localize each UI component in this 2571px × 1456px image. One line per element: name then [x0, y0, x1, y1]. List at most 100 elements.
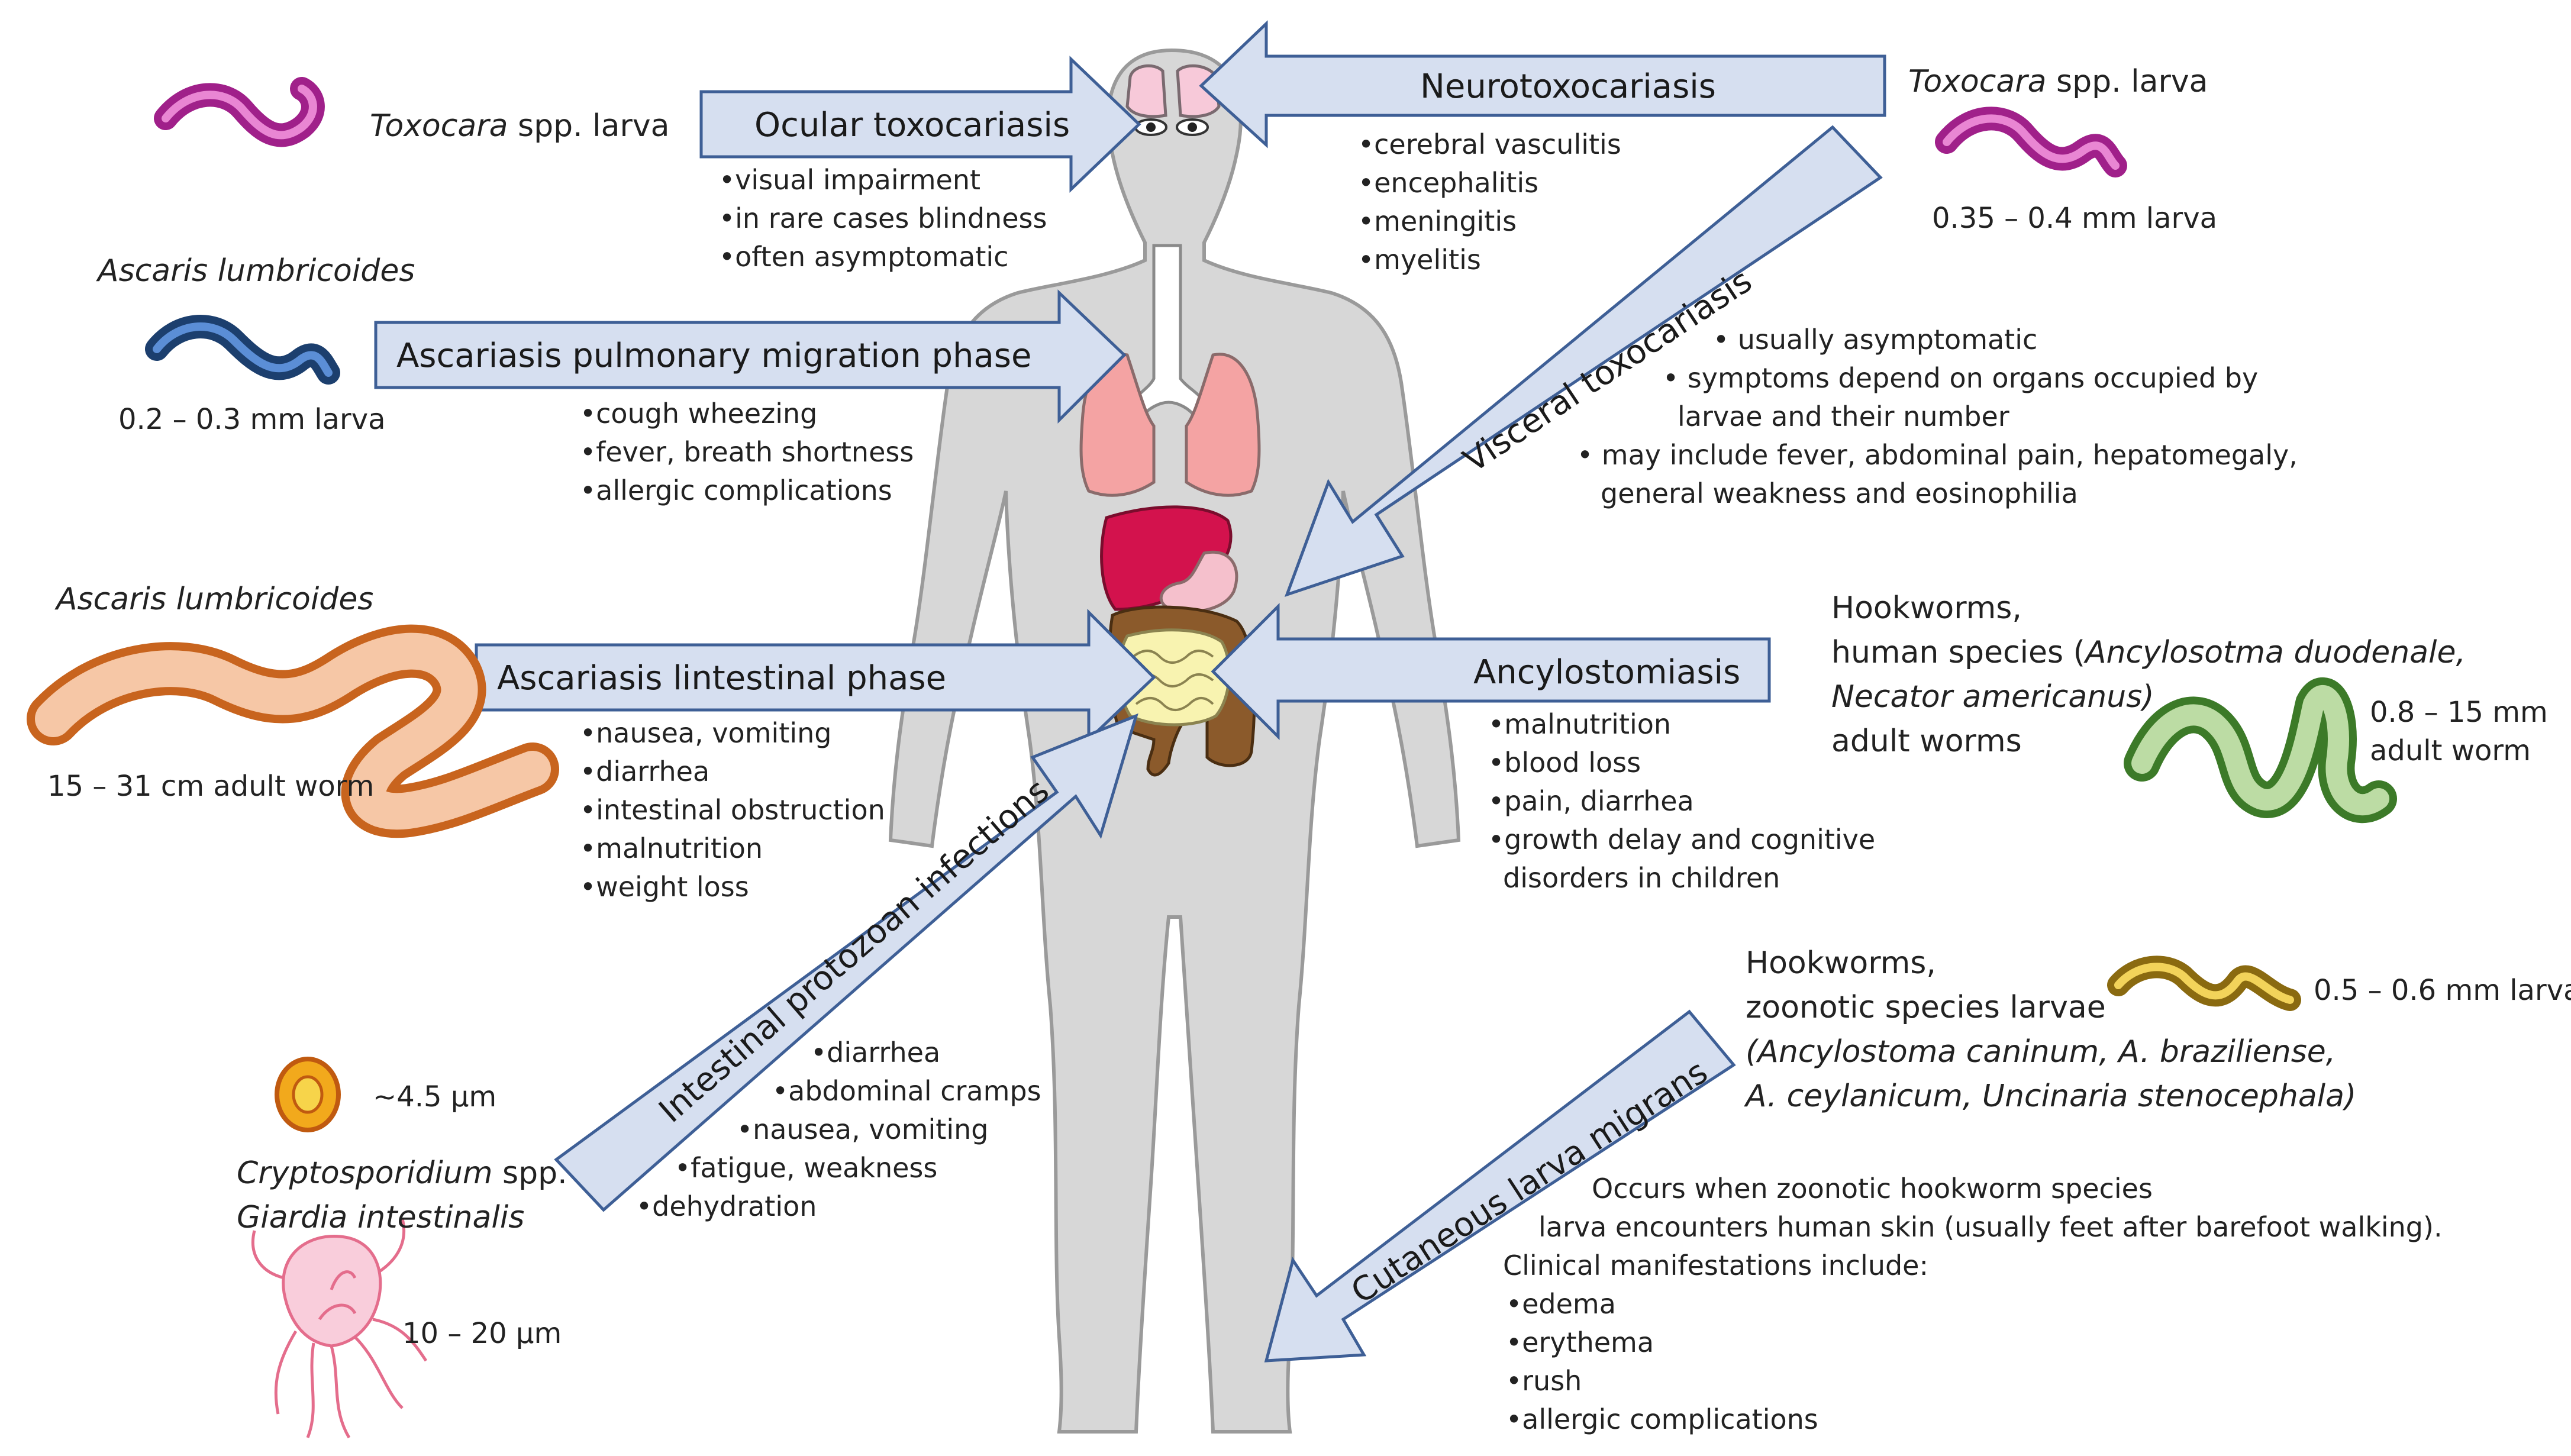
pulmonary-arrow [374, 289, 1127, 424]
hookworm-human-line2-prefix: human species ( [1831, 635, 2085, 670]
list-item: •intestinal obstruction [580, 794, 885, 826]
giardia-body [282, 1235, 382, 1348]
list-item: • symptoms depend on organs occupied by [1663, 362, 2258, 394]
intestinal-list: •nausea, vomiting •diarrhea •intestinal … [580, 717, 885, 903]
brain-organ [1125, 64, 1221, 118]
list-item: •pain, diarrhea [1488, 785, 1694, 817]
hookworm-human-size2: adult worm [2370, 734, 2531, 767]
ascaris-larva-worm-highlight [153, 322, 333, 377]
visceral-list: • usually asymptomatic • symptoms depend… [1577, 324, 2298, 509]
toxocara-right-suffix: spp. larva [2046, 64, 2208, 99]
list-item: •growth delay and cognitive [1488, 824, 1875, 855]
right-pupil [1188, 122, 1197, 132]
hookworm-human-line2-species: Ancylosotma duodenale, [2083, 635, 2466, 670]
cutaneous-list: Occurs when zoonotic hookworm species la… [1503, 1173, 2443, 1435]
protozoan-list: •diarrhea •abdominal cramps •nausea, vom… [636, 1037, 1041, 1222]
hookworm-zoo-line4: A. ceylanicum, Uncinaria stenocephala) [1744, 1079, 2356, 1114]
left-pupil [1146, 122, 1156, 132]
list-item: •rush [1506, 1365, 1582, 1397]
list-item: • may include fever, abdominal pain, hep… [1577, 439, 2298, 471]
toxocara-left-suffix: spp. larva [508, 108, 669, 144]
toxocara-right-worm-highlight [1943, 114, 2120, 170]
list-item: general weakness and eosinophilia [1601, 477, 2078, 509]
list-item: Occurs when zoonotic hookworm species [1592, 1173, 2153, 1205]
list-item: •cerebral vasculitis [1358, 128, 1621, 160]
hookworm-human-line4: adult worms [1831, 724, 2022, 759]
list-item: •diarrhea [811, 1037, 940, 1068]
crypto-name-line: Cryptosporidium spp. [237, 1155, 567, 1191]
neuro-title: Neurotoxocariasis [1420, 67, 1716, 106]
list-item: •fever, breath shortness [580, 436, 914, 468]
list-item: Clinical manifestations include: [1503, 1250, 1928, 1281]
right-lung [1185, 353, 1261, 497]
ascaris-adult-name: Ascaris lumbricoides [54, 582, 373, 617]
hookworm-human-line1: Hookworms, [1831, 590, 2022, 626]
list-item: •malnutrition [1488, 708, 1671, 740]
list-item: •allergic complications [580, 474, 892, 506]
hookworm-zoo-line2: zoonotic species larvae [1746, 990, 2106, 1025]
list-item: •often asymptomatic [719, 241, 1008, 273]
protozoan-arrow [554, 713, 1138, 1212]
crypto-name: Cryptosporidium [237, 1155, 492, 1191]
list-item: •edema [1506, 1288, 1616, 1320]
hookworm-human-line2: human species (Ancylosotma duodenale, [1831, 635, 2466, 670]
ascaris-larva-name: Ascaris lumbricoides [96, 253, 415, 289]
toxocara-left-genus: Toxocara [370, 108, 508, 144]
intestinal-title: Ascariasis lintestinal phase [497, 659, 946, 698]
ascaris-adult-worm-body [35, 632, 551, 830]
organism-labels: Toxocara spp. larva Toxocara spp. larva … [47, 64, 2571, 1350]
list-item: •meningitis [1358, 205, 1517, 237]
list-item: •in rare cases blindness [719, 202, 1047, 234]
list-item: • usually asymptomatic [1713, 324, 2037, 356]
list-item: •dehydration [636, 1190, 817, 1222]
list-item: •malnutrition [580, 832, 763, 864]
giardia-size: 10 – 20 µm [402, 1317, 562, 1350]
hookworm-zoo-label: Hookworms, zoonotic species larvae (Ancy… [1744, 945, 2571, 1114]
cutaneous-arrow [1264, 1009, 1736, 1363]
hookworm-zoo-size: 0.5 – 0.6 mm larva [2314, 974, 2571, 1007]
hookworm-zoo-line1: Hookworms, [1746, 945, 1936, 981]
ascaris-adult-size: 15 – 31 cm adult worm [47, 770, 374, 803]
ancylo-list: •malnutrition •blood loss •pain, diarrhe… [1488, 708, 1875, 894]
cryptosporidium-inner [292, 1075, 324, 1114]
list-item: •fatigue, weakness [675, 1152, 937, 1184]
ocular-title: Ocular toxocariasis [754, 106, 1070, 144]
toxocara-left-label: Toxocara spp. larva [370, 108, 669, 144]
hookworm-human-label: Hookworms, human species (Ancylosotma du… [1831, 590, 2548, 767]
organisms [27, 77, 2397, 1439]
hookworm-adult-worm-body [2131, 685, 2389, 816]
ascaris-larva-size: 0.2 – 0.3 mm larva [118, 403, 386, 436]
ocular-list: •visual impairment •in rare cases blindn… [719, 164, 1047, 273]
giardia-flagella [251, 1218, 428, 1439]
list-item: •nausea, vomiting [737, 1113, 988, 1145]
ocular-arrow [699, 56, 1141, 193]
human-body-figure [888, 48, 1461, 1434]
list-item: •blood loss [1488, 747, 1641, 779]
symptom-lists: •visual impairment •in rare cases blindn… [580, 128, 2443, 1435]
list-item: disorders in children [1503, 862, 1780, 894]
pulmonary-list: •cough wheezing •fever, breath shortness… [580, 398, 914, 506]
list-item: •visual impairment [719, 164, 980, 196]
neuro-arrow [1199, 20, 1886, 148]
list-item: •abdominal cramps [772, 1075, 1041, 1107]
list-item: larvae and their number [1678, 401, 2009, 432]
list-item: •cough wheezing [580, 398, 817, 430]
hookworm-larva-worm-body [2114, 963, 2294, 1004]
toxocara-right-size: 0.35 – 0.4 mm larva [1932, 202, 2217, 235]
ancylo-arrow [1211, 602, 1771, 741]
hookworm-zoo-line3: (Ancylostoma caninum, A. braziliense, [1746, 1034, 2335, 1070]
neuro-list: •cerebral vasculitis •encephalitis •meni… [1358, 128, 1621, 276]
list-item: •encephalitis [1358, 167, 1538, 199]
toxocara-left-worm-highlight [162, 85, 317, 140]
crypto-label: ~4.5 µm Cryptosporidium spp. Giardia int… [237, 1080, 567, 1350]
crypto-size: ~4.5 µm [373, 1080, 496, 1113]
toxocara-right-genus: Toxocara [1908, 64, 2046, 99]
list-item: •erythema [1506, 1326, 1654, 1358]
pulmonary-title: Ascariasis pulmonary migration phase [396, 337, 1031, 375]
hookworm-human-line3: Necator americanus) [1831, 679, 2154, 715]
list-item: •allergic complications [1506, 1403, 1818, 1435]
giardia-icon [251, 1218, 428, 1439]
visceral-arrow [1284, 125, 1883, 598]
